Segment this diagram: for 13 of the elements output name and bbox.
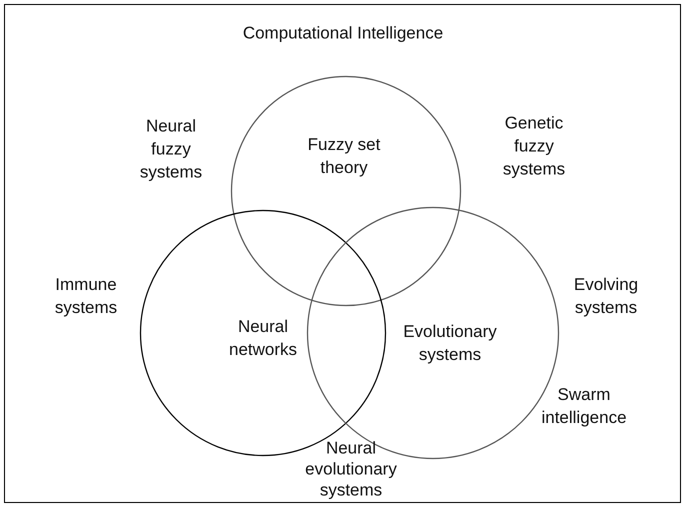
set-label: Evolutionary systems (402, 321, 498, 366)
venn-circle (140, 210, 386, 456)
overlap-label: Genetic fuzzy systems (502, 112, 566, 180)
diagram-heading: Computational Intelligence (242, 22, 444, 44)
set-label: Neural networks (228, 316, 298, 361)
overlap-label: Neural fuzzy systems (138, 116, 204, 184)
overlap-label: Evolving systems (572, 274, 640, 319)
overlap-label: Immune systems (54, 274, 118, 319)
overlap-label: Swarm intelligence (540, 384, 628, 429)
venn-circle (231, 76, 461, 306)
frame-box (4, 4, 681, 503)
set-label: Fuzzy set theory (306, 134, 382, 179)
overlap-label: Neural evolutionary systems (304, 438, 398, 500)
